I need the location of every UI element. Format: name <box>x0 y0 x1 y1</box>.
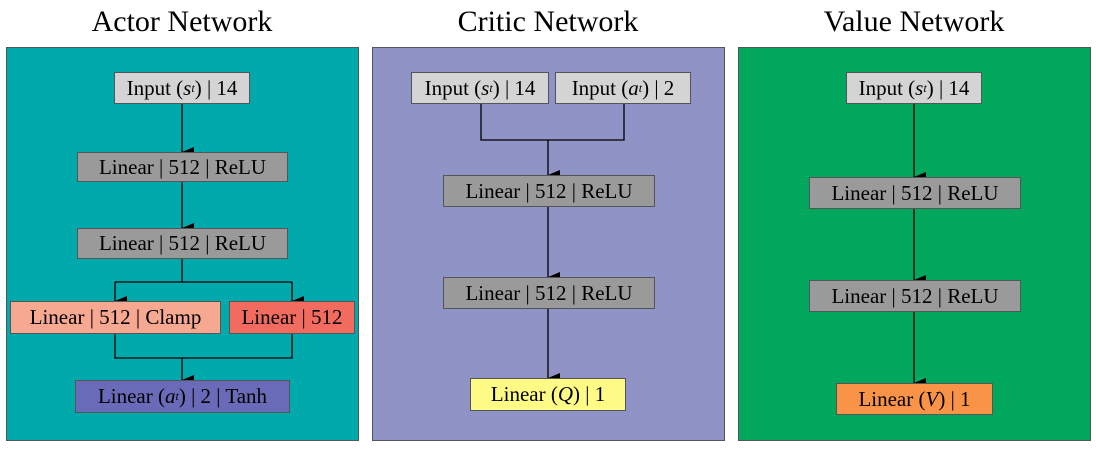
actor-output-sub: t <box>175 389 179 403</box>
value-layer2-node: Linear | 512 | ReLU <box>809 280 1021 312</box>
value-network-panel <box>738 47 1091 441</box>
critic-state-label: Input ( <box>424 75 482 100</box>
critic-action-sub: t <box>638 80 643 95</box>
value-input-sub: t <box>923 80 927 95</box>
actor-output-suffix: ) | 2 | Tanh <box>178 384 268 408</box>
critic-output-suffix: ) | 1 <box>573 382 606 406</box>
actor-network-title: Actor Network <box>91 5 273 38</box>
critic-layer2-node: Linear | 512 | ReLU <box>443 277 655 309</box>
value-layer1-node: Linear | 512 | ReLU <box>809 177 1021 209</box>
critic-state-suffix: ) | 14 <box>492 75 536 100</box>
actor-clamp-branch-node: Linear | 512 | Clamp <box>10 301 221 334</box>
value-output-suffix: ) | 1 <box>938 386 971 411</box>
critic-state-sub: t <box>489 80 493 95</box>
critic-action-var: a <box>628 75 639 100</box>
actor-linear-branch-node: Linear | 512 <box>229 301 355 334</box>
critic-state-var: s <box>481 75 490 100</box>
value-output-label: Linear ( <box>858 386 926 411</box>
value-output-node: Linear (V) | 1 <box>836 383 993 415</box>
critic-action-suffix: ) | 2 <box>642 75 675 100</box>
value-input-var: s <box>915 75 924 100</box>
actor-layer1-node: Linear | 512 | ReLU <box>77 152 288 182</box>
critic-output-label: Linear ( <box>490 382 558 406</box>
value-output-var: V <box>925 386 939 411</box>
actor-input-sub: t <box>191 80 195 95</box>
value-input-label: Input ( <box>858 75 916 100</box>
critic-output-var: Q <box>557 382 573 406</box>
critic-layer1-node: Linear | 512 | ReLU <box>443 175 655 207</box>
value-network-title: Value Network <box>823 5 1005 38</box>
actor-input-suffix: ) | 14 <box>194 75 238 100</box>
value-input-suffix: ) | 14 <box>926 75 970 100</box>
critic-action-label: Input ( <box>571 75 629 100</box>
critic-output-node: Linear (Q) | 1 <box>470 378 626 411</box>
actor-layer2-node: Linear | 512 | ReLU <box>77 228 288 259</box>
actor-output-var: a <box>164 384 176 408</box>
critic-network-title: Critic Network <box>457 5 639 38</box>
actor-output-label: Linear ( <box>97 384 165 408</box>
actor-input-label: Input ( <box>126 75 184 100</box>
actor-input-var: s <box>183 75 192 100</box>
